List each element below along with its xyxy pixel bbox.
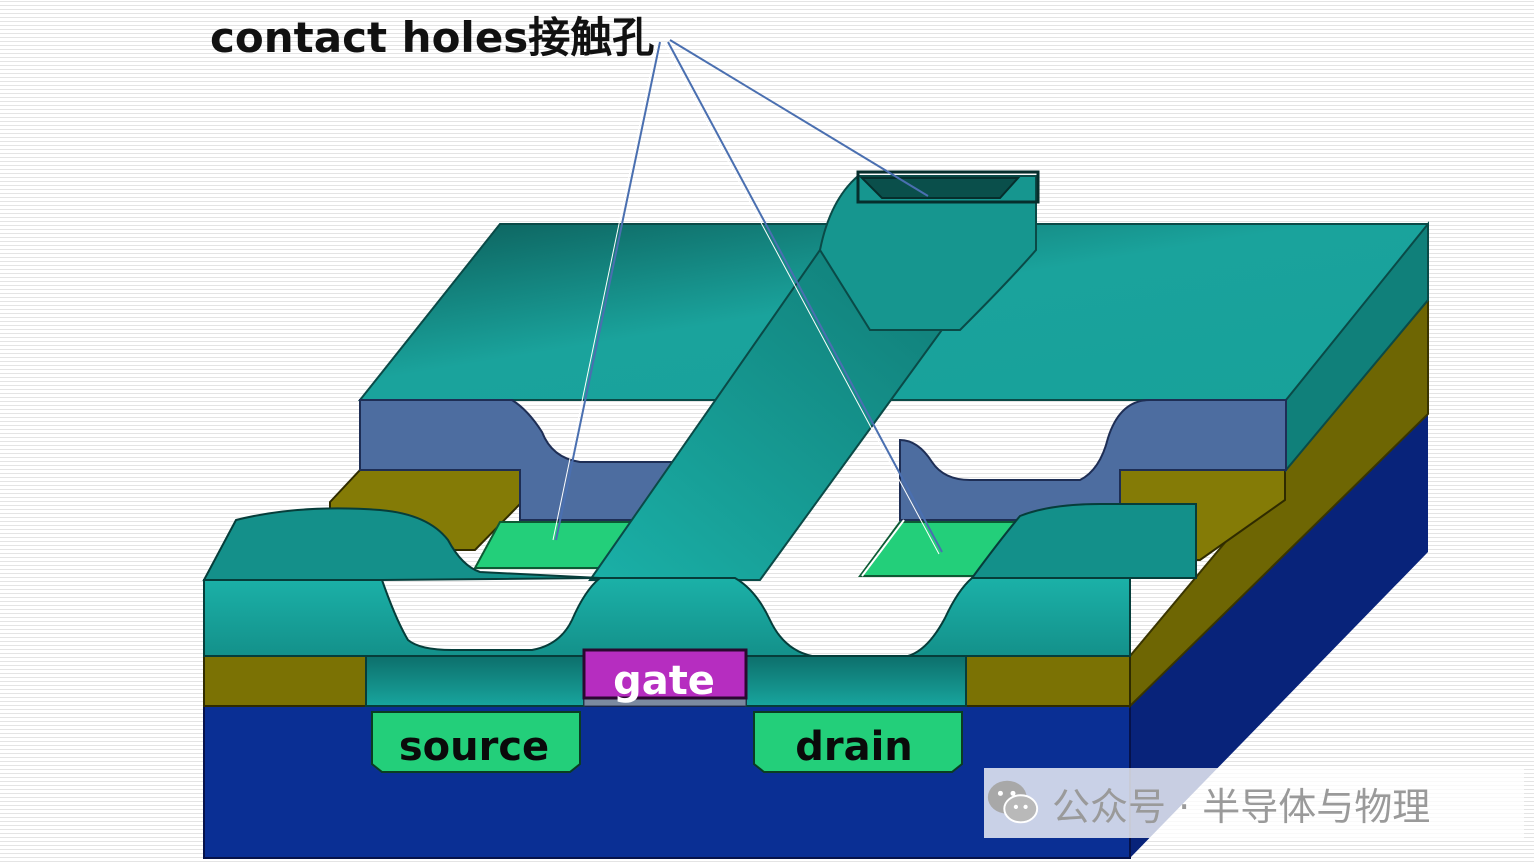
diagram-title: contact holes接触孔 xyxy=(210,13,654,62)
passivation-left-bump xyxy=(202,507,601,581)
gate-label: gate xyxy=(613,658,715,704)
gate-line-riser xyxy=(818,175,1037,331)
leader-line-source xyxy=(555,41,661,541)
leader-line-gate xyxy=(669,39,929,197)
drain-well xyxy=(753,711,963,773)
gate-block xyxy=(582,648,748,700)
gate-contact-hole xyxy=(859,177,1021,199)
oxide-front-left xyxy=(203,655,367,707)
watermark: 公众号 · 半导体与物理 xyxy=(984,768,1524,838)
leader-line-drain-light xyxy=(664,43,940,555)
gate-contact-hole-rim xyxy=(856,170,1040,204)
passivation-right-bump xyxy=(970,503,1197,579)
substrate-side xyxy=(1130,414,1428,858)
slate-layer-right xyxy=(899,399,1287,521)
passivation-front-trench-right xyxy=(745,655,967,707)
source-well xyxy=(371,711,581,773)
source-label: source xyxy=(399,724,549,770)
leader-line-drain xyxy=(667,41,943,553)
leader-line-drain-short xyxy=(861,519,905,577)
wechat-icon xyxy=(987,780,1039,824)
watermark-text: 公众号 · 半导体与物理 xyxy=(1052,784,1431,829)
drain-label: drain xyxy=(795,724,913,770)
substrate-front xyxy=(203,705,1131,859)
passivation-front-trench xyxy=(365,655,585,707)
oxide-front-right xyxy=(965,655,1131,707)
leader-line-source-light xyxy=(552,41,658,541)
